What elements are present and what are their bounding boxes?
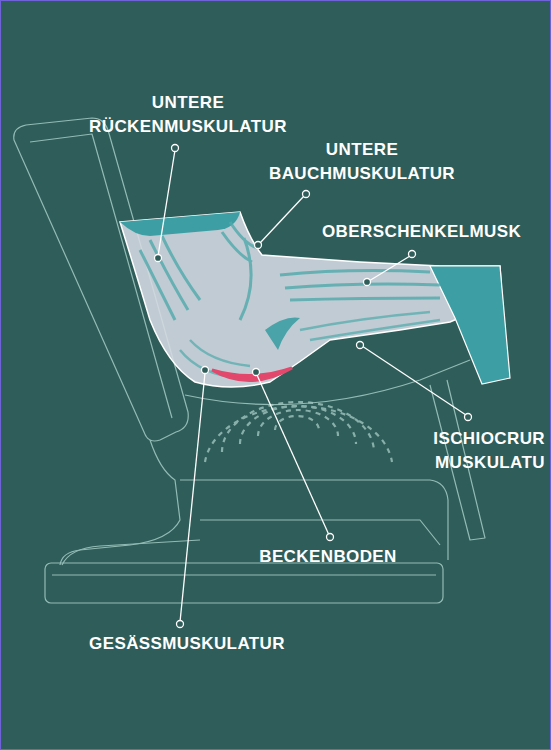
leader-dot [172, 145, 179, 152]
pelvic-bone [265, 318, 300, 351]
pelvic-floor [212, 368, 292, 381]
leader-lines [155, 145, 472, 628]
muscle-label: BECKENBODEN [259, 545, 397, 569]
muscle-label: OBERSCHENKELMUSK [322, 220, 521, 244]
vibration-waves [205, 402, 392, 462]
abdominal-muscle-fibres [222, 222, 258, 320]
muscle-label: GESÄSSMUSKULATUR [89, 632, 285, 656]
wave [275, 416, 319, 430]
leader-dot [177, 621, 184, 628]
lower-leg [430, 266, 510, 384]
thigh-muscle-fibres [280, 271, 440, 300]
wave [258, 410, 338, 436]
leader-dot [364, 279, 371, 286]
leader-dot [465, 414, 472, 421]
wave [205, 406, 392, 462]
leader-line [180, 373, 205, 622]
leader-line [369, 256, 410, 281]
base-curve [62, 540, 200, 565]
hamstring-fibres [300, 312, 440, 340]
leader-dot [409, 251, 416, 258]
wave [240, 406, 356, 444]
chair-side [60, 440, 180, 565]
back-muscle-fibres [140, 236, 200, 320]
leader-line [158, 150, 175, 256]
wave [222, 402, 374, 452]
leader-line [260, 196, 304, 243]
leader-line [362, 346, 466, 415]
leader-dot [327, 534, 334, 541]
floor-plate-edge [52, 574, 436, 575]
leader-line [257, 375, 329, 535]
leader-dot [303, 191, 310, 198]
leader-dot [357, 342, 364, 349]
leader-dot [253, 369, 260, 376]
muscle-label: UNTERE RÜCKENMUSKULATUR [89, 91, 287, 139]
base-inner [200, 520, 440, 545]
muscle-label: ISCHIOCRUR MUSKULATU [433, 427, 545, 475]
leader-dot [155, 255, 162, 262]
leader-dot [255, 242, 262, 249]
leader-dot [202, 367, 209, 374]
muscle-label: UNTERE BAUCHMUSKULATUR [269, 138, 455, 186]
floor-plate [45, 563, 443, 603]
